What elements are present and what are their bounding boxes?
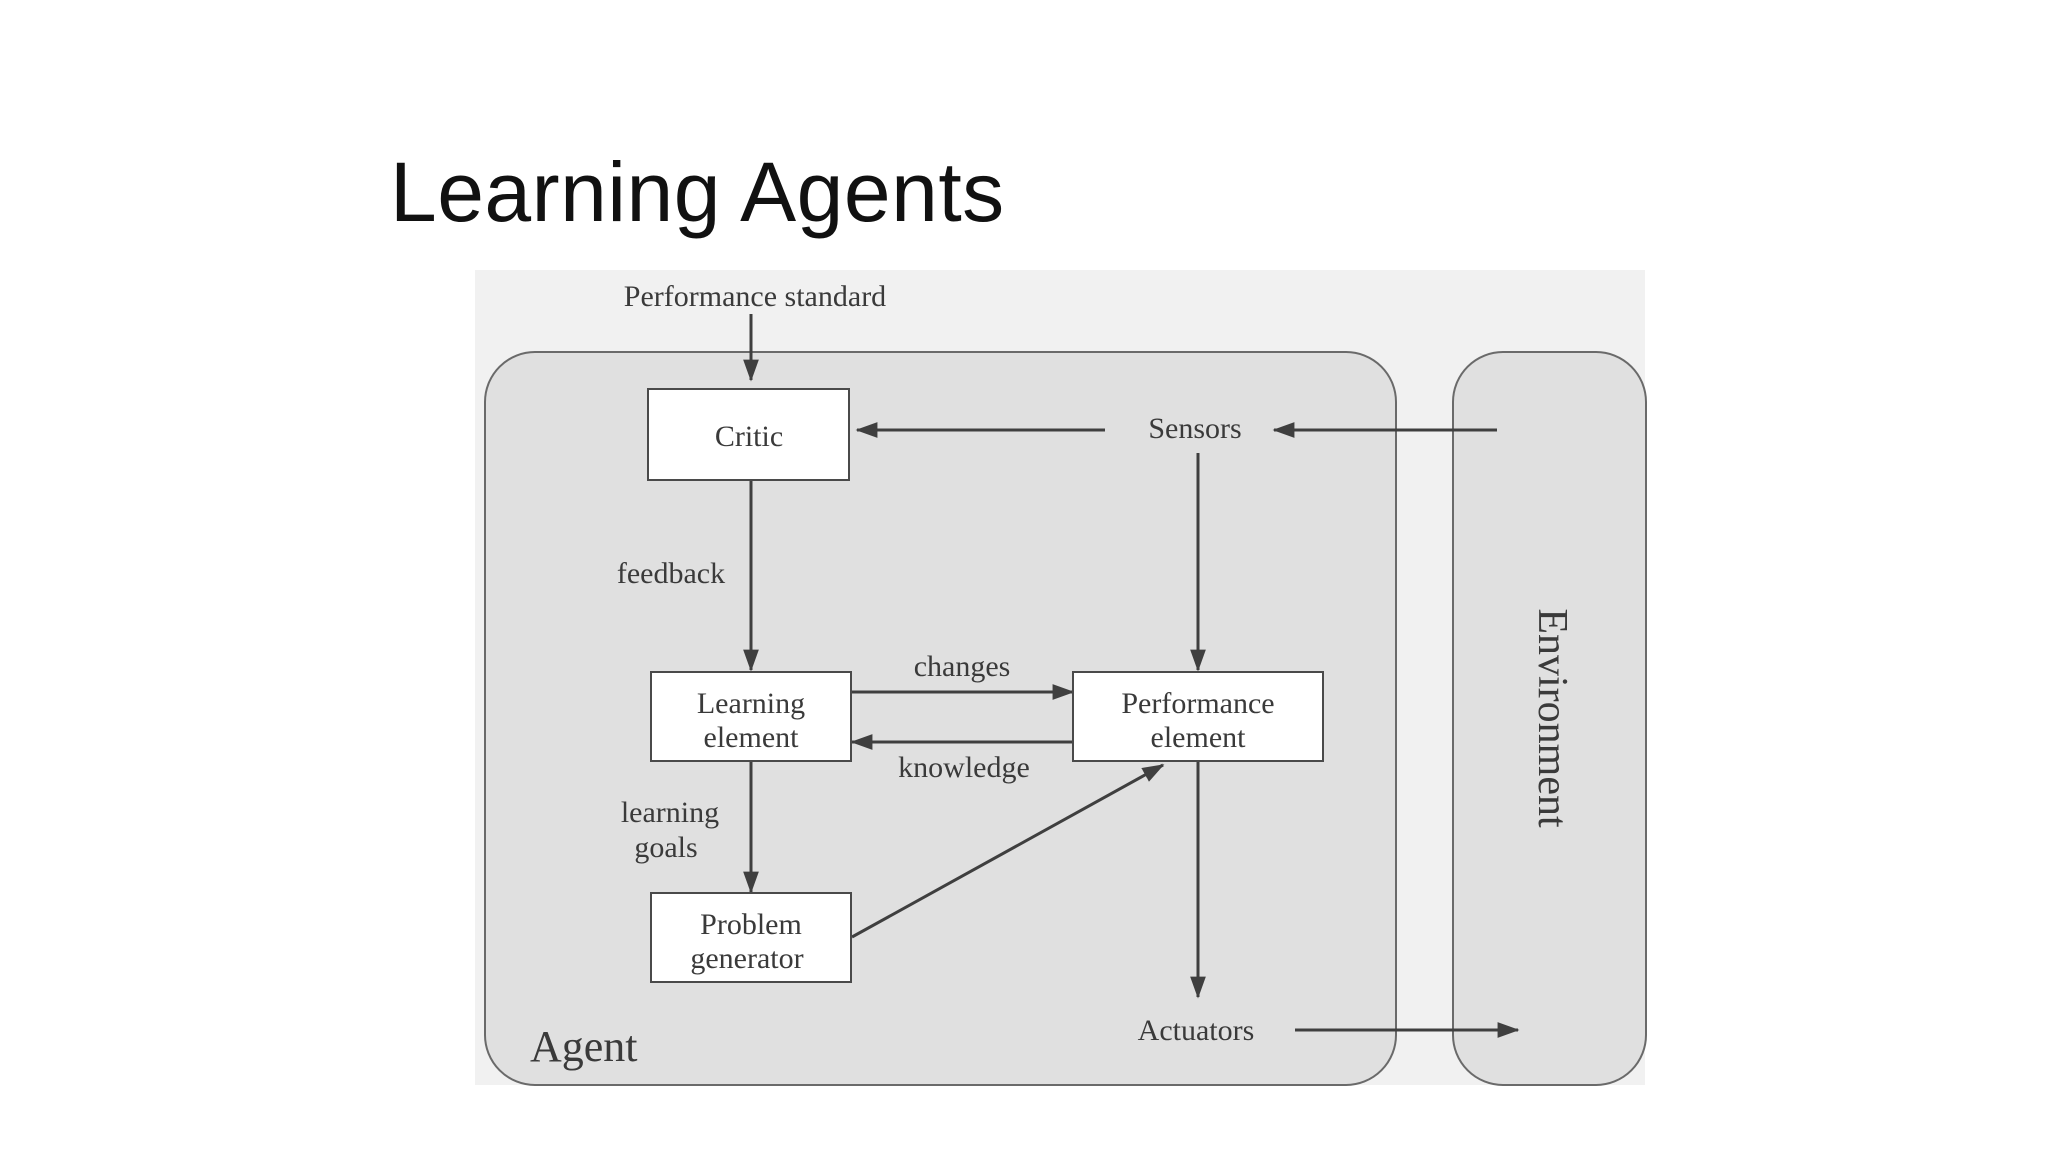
critic-box <box>647 388 850 481</box>
learning-element-box <box>650 671 852 762</box>
changes-label: changes <box>914 650 1011 683</box>
learning-goals-label-line2: goals <box>634 831 697 864</box>
performance-element-box <box>1072 671 1324 762</box>
sensors-label: Sensors <box>1148 412 1241 445</box>
agent-label: Agent <box>530 1022 638 1071</box>
performance-standard-label: Performance standard <box>624 280 886 313</box>
critic-label: Critic <box>715 420 783 453</box>
problem-generator-label-line2: generator <box>690 942 803 975</box>
feedback-label: feedback <box>617 557 725 590</box>
knowledge-label: knowledge <box>898 751 1030 784</box>
learning-element-label-line2: element <box>704 721 800 754</box>
performance-element-label-line2: element <box>1151 721 1247 754</box>
performance-element-label-line1: Performance <box>1121 687 1274 720</box>
actuators-label: Actuators <box>1138 1014 1255 1047</box>
environment-label: Environment <box>1529 608 1575 828</box>
problem-generator-to-performance-arrow <box>851 763 1165 939</box>
environment-panel <box>1452 351 1647 1086</box>
problem-generator-box <box>650 892 852 983</box>
learning-goals-label-line1: learning <box>621 796 719 829</box>
slide-title: Learning Agents <box>390 145 1005 239</box>
problem-generator-label-line1: Problem <box>700 908 802 941</box>
learning-element-label-line1: Learning <box>697 687 805 720</box>
